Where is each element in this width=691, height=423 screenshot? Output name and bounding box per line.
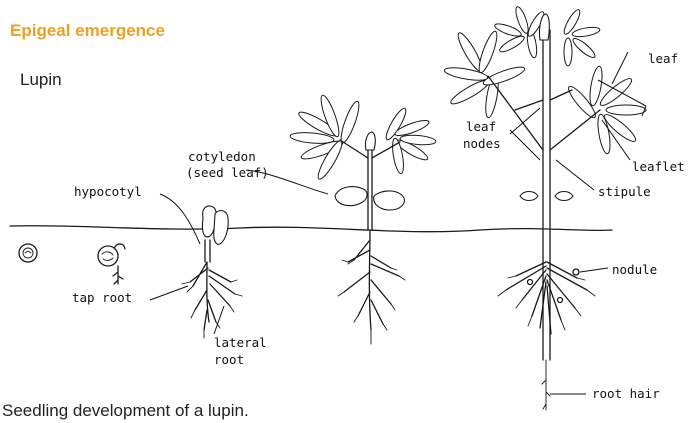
stage-seed bbox=[19, 244, 37, 262]
soil-surface-line bbox=[10, 226, 612, 232]
stage-mature-plant bbox=[443, 5, 646, 410]
label-seed-leaf: (seed leaf) bbox=[186, 165, 269, 180]
stage-young-seedling bbox=[290, 94, 437, 344]
label-stipule: stipule bbox=[598, 184, 651, 199]
stage-germinating-seed bbox=[98, 244, 125, 284]
label-nodule: nodule bbox=[612, 262, 657, 277]
label-hypocotyl: hypocotyl bbox=[74, 184, 142, 199]
label-lateral-root-line1: lateral bbox=[214, 335, 267, 350]
label-cotyledon: cotyledon bbox=[188, 149, 256, 164]
label-leaf-nodes-line1: leaf bbox=[466, 119, 496, 134]
label-lateral-root-line2: root bbox=[214, 352, 244, 367]
label-leaflet: leaflet bbox=[632, 159, 685, 174]
label-leaf: leaf bbox=[648, 51, 678, 66]
label-root-hair: root hair bbox=[592, 386, 660, 401]
figure-caption: Seedling development of a lupin. bbox=[2, 401, 249, 421]
label-leaf-nodes-line2: nodes bbox=[463, 136, 501, 151]
label-tap-root: tap root bbox=[72, 290, 132, 305]
